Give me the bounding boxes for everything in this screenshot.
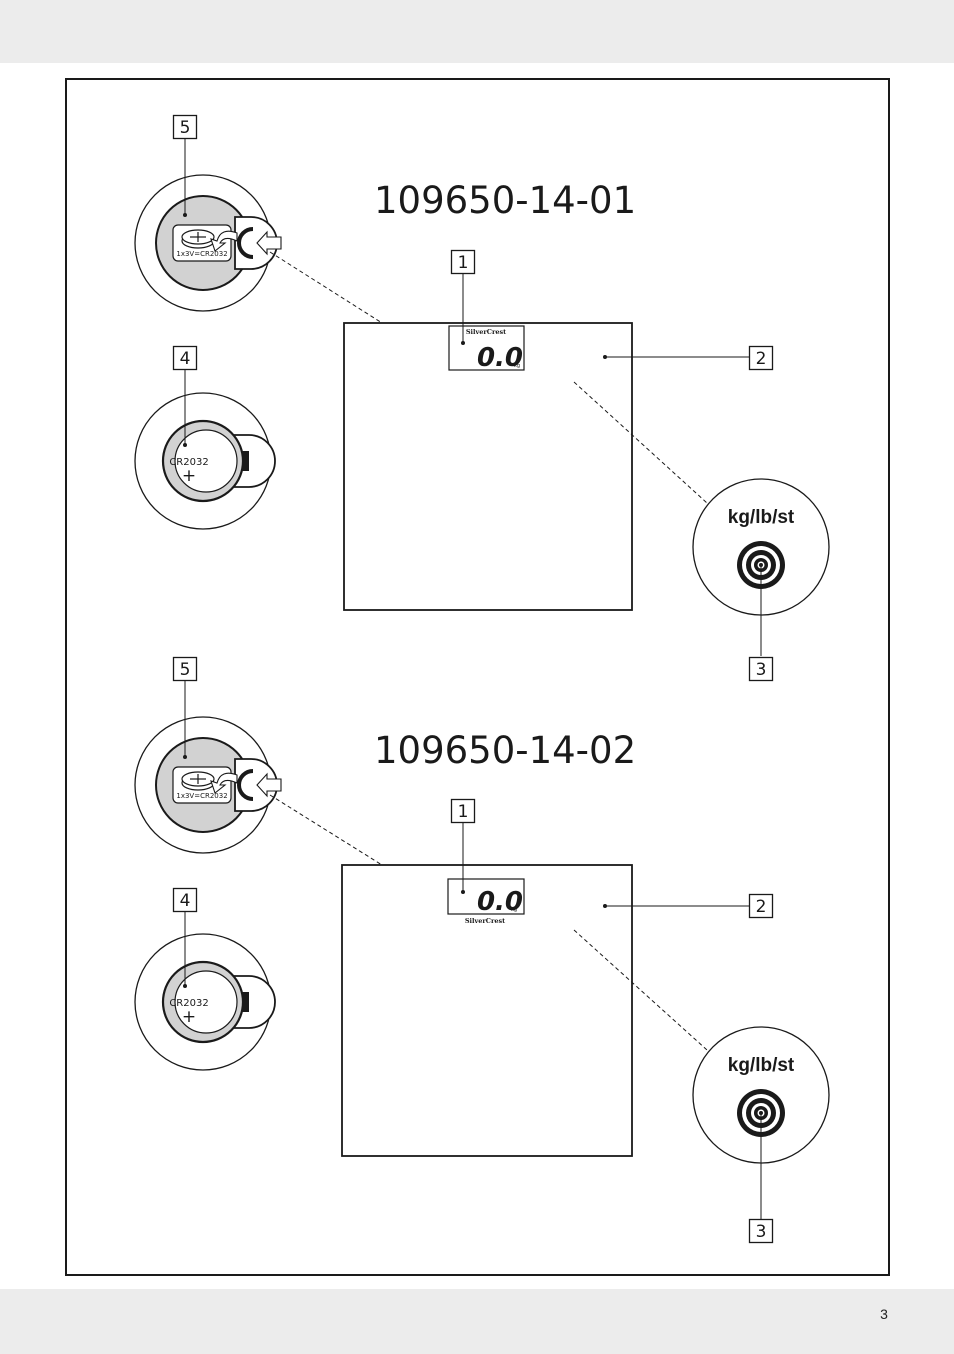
leader-dashed-battery [269,251,383,324]
model-number: 109650-14-02 [374,729,636,772]
leader-dashed-button [573,929,708,1051]
callout-2: 2 [748,893,774,919]
diagram-109650-14-02: 109650-14-02 0.0 kg SilverCrest 1x3V=CR2… [133,656,830,1244]
battery-type: CR2032 [169,998,208,1009]
brand-logo: SilverCrest [465,917,505,925]
lcd-reading: 0.0 [477,343,523,373]
model-number: 109650-14-01 [374,179,636,222]
brand-logo: SilverCrest [466,328,506,336]
svg-text:4: 4 [180,891,191,911]
svg-text:1: 1 [458,253,469,273]
leader-dashed-button [573,381,708,504]
lcd-unit: kg [514,363,520,369]
callout-1: 1 [450,798,476,824]
callout-1: 1 [450,249,476,275]
battery-compartment-view: CR2032 + [133,391,277,531]
header-band [0,0,954,63]
callout-4: 4 [172,345,198,371]
lcd-unit: kg [511,907,517,913]
battery-polarity: + [182,1007,196,1027]
battery-compartment-view: CR2032 + [133,932,277,1072]
svg-text:5: 5 [180,660,191,680]
svg-text:4: 4 [180,349,191,369]
svg-text:1x3V=CR2032: 1x3V=CR2032 [176,250,227,258]
unit-button-label: kg/lb/st [728,1055,795,1076]
footer-band [0,1289,954,1354]
callout-2: 2 [748,345,774,371]
display-housing [447,878,525,915]
battery-spec: 1x3V [176,792,194,800]
scale-platform [343,322,633,611]
diagram-109650-14-01: 109650-14-01 SilverCrest 0.0 kg 1x3V=CR2… [133,114,830,682]
svg-text:3: 3 [756,660,767,680]
battery-spec: 1x3V [176,250,194,258]
svg-text:2: 2 [756,897,767,917]
battery-type-label: CR2032 [200,250,228,258]
display-housing [448,325,525,371]
lcd-reading: 0.0 [477,887,523,917]
unit-button-view: kg/lb/st [692,478,830,616]
callout-3: 3 [748,1218,774,1244]
svg-text:2: 2 [756,349,767,369]
battery-insertion-view: 1x3V=CR2032 [133,715,283,855]
battery-polarity: + [182,466,196,486]
svg-text:3: 3 [756,1222,767,1242]
svg-text:5: 5 [180,118,191,138]
callout-4: 4 [172,887,198,913]
unit-button-view: kg/lb/st [692,1026,830,1164]
battery-type: CR2032 [169,457,208,468]
callout-3: 3 [748,656,774,682]
page-number: 3 [880,1306,888,1322]
callout-5: 5 [172,114,198,140]
battery-type-label: CR2032 [200,792,228,800]
figure-frame [65,78,890,1276]
svg-text:1x3V=CR2032: 1x3V=CR2032 [176,792,227,800]
battery-insertion-view: 1x3V=CR2032 [133,173,283,313]
svg-text:1: 1 [458,802,469,822]
leader-dashed-battery [269,794,383,866]
unit-button-label: kg/lb/st [728,507,795,528]
callout-5: 5 [172,656,198,682]
